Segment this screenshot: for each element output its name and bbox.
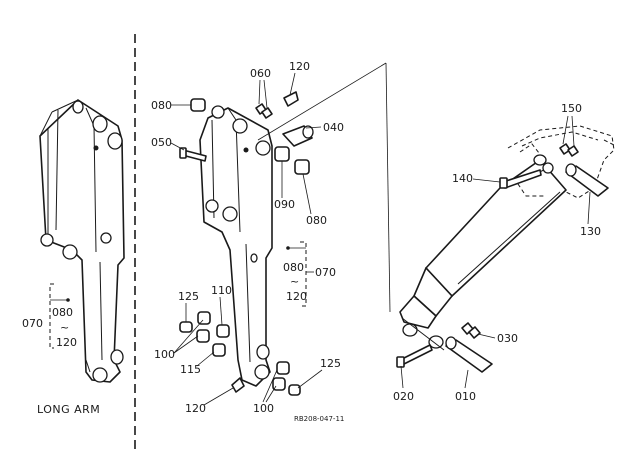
label-140: 140 <box>452 172 473 185</box>
bolt-050 <box>179 147 207 162</box>
label-020: 020 <box>393 390 414 403</box>
pin-130 <box>565 163 609 197</box>
label-080-top: 080 <box>151 99 172 112</box>
label-080-mid-right: 080 <box>306 214 327 227</box>
long-arm-caption: LONG ARM <box>37 403 100 416</box>
bushing-080-top <box>190 98 206 112</box>
fitting-120-bottom <box>231 377 245 393</box>
label-125-left: 125 <box>178 290 199 303</box>
bolt-020 <box>396 344 433 368</box>
middle-part-group-bracket <box>286 241 314 307</box>
label-060: 060 <box>250 67 271 80</box>
leader-line-cross <box>257 62 387 141</box>
label-010: 010 <box>455 390 476 403</box>
bushing-080-mid <box>294 159 310 175</box>
label-130: 130 <box>580 225 601 238</box>
bolt-140 <box>499 169 542 189</box>
label-120-top: 120 <box>289 60 310 73</box>
label-150: 150 <box>561 102 582 115</box>
label-115: 115 <box>180 363 201 376</box>
bushings-100-left <box>179 311 230 357</box>
label-030: 030 <box>497 332 518 345</box>
label-040: 040 <box>323 121 344 134</box>
tilde-mid: ~ <box>290 275 299 288</box>
label-070-mid: 070 <box>315 266 336 279</box>
label-100-right: 100 <box>253 402 274 415</box>
left-part-group-bracket <box>49 283 70 349</box>
label-050: 050 <box>151 136 172 149</box>
label-125-right: 125 <box>320 357 341 370</box>
boom-and-cylinder-drawing <box>399 125 617 351</box>
label-120-left-group: 120 <box>56 336 77 349</box>
label-120-mid-group: 120 <box>286 290 307 303</box>
label-080-mid-group: 080 <box>283 261 304 274</box>
reference-code: RB208-047-11 <box>294 415 344 423</box>
grease-fittings-060 <box>255 103 273 119</box>
tilde-left: ~ <box>60 321 69 334</box>
bushings-100-right <box>272 361 301 396</box>
long-arm-drawing <box>39 99 125 383</box>
label-120-bottom: 120 <box>185 402 206 415</box>
label-100-left: 100 <box>154 348 175 361</box>
fitting-120-top <box>283 91 299 107</box>
standard-arm-drawing <box>199 105 273 387</box>
label-070-left: 070 <box>22 317 43 330</box>
pin-040 <box>282 125 314 147</box>
nuts-150 <box>559 143 579 157</box>
leader-line-vertical <box>385 62 391 313</box>
bushing-090 <box>274 146 290 162</box>
pin-010 <box>445 336 493 373</box>
label-080-left-group: 080 <box>52 306 73 319</box>
label-090: 090 <box>274 198 295 211</box>
nuts-030 <box>461 322 481 339</box>
label-110: 110 <box>211 284 232 297</box>
